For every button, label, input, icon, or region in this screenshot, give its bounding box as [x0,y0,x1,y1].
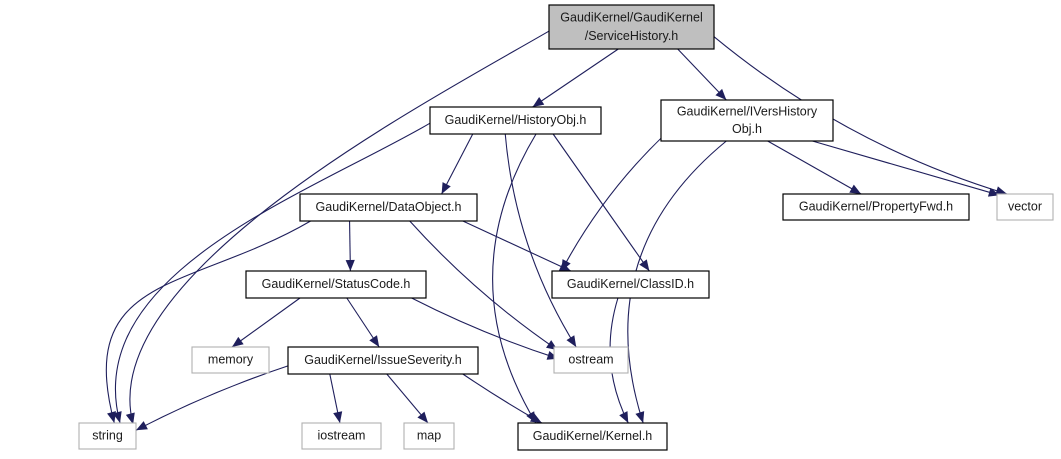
node-label-memory: memory [208,352,254,366]
graph-node-kernel[interactable]: GaudiKernel/Kernel.h [517,422,668,451]
node-label-ostream: ostream [568,352,613,366]
edge-arrowhead [333,411,343,423]
graph-node-status_code[interactable]: GaudiKernel/StatusCode.h [245,270,427,299]
node-box-history_obj[interactable] [429,106,602,135]
edge-arrowhead [417,411,428,423]
node-label-history_obj: GaudiKernel/HistoryObj.h [445,113,587,127]
node-label-property_fwd: GaudiKernel/PropertyFwd.h [799,199,953,213]
edge-arrowhead [849,184,862,194]
dependency-edge [552,133,650,272]
node-box-memory[interactable] [191,346,270,374]
graph-node-class_id[interactable]: GaudiKernel/ClassID.h [551,270,710,299]
node-box-vector[interactable] [996,193,1054,221]
node-box-issue_severity[interactable] [287,346,479,375]
node-label-status_code: GaudiKernel/StatusCode.h [262,277,411,291]
graph-node-memory[interactable]: memory [191,346,270,374]
node-label-service_history-line2: /ServiceHistory.h [585,29,679,43]
node-box-ivers_history_obj[interactable] [660,99,834,142]
node-box-map[interactable] [403,422,455,450]
dependency-edge [767,140,862,195]
dependency-edge [105,220,311,424]
graph-node-string[interactable]: string [78,422,137,450]
dependency-edge [462,373,543,424]
node-box-property_fwd[interactable] [782,193,970,221]
edge-arrowhead [107,411,116,423]
node-label-ivers_history_obj-line2: Obj.h [732,122,762,136]
edge-arrowhead [532,97,545,107]
edge-arrowhead [136,421,148,431]
dependency-edge [713,36,1008,195]
graph-node-map[interactable]: map [403,422,455,450]
edge-arrowhead [125,412,135,425]
edge-arrowhead [369,335,380,347]
node-box-string[interactable] [78,422,137,450]
edge-arrowhead [995,186,1008,196]
dependency-edge [532,48,619,108]
node-label-iostream: iostream [318,428,366,442]
dependency-edge [135,365,289,431]
edge-arrowhead [619,411,629,423]
edge-arrowhead [715,88,727,100]
graph-node-ostream[interactable]: ostream [553,346,629,374]
node-box-class_id[interactable] [551,270,710,299]
dependency-edge [504,133,577,348]
node-box-ostream[interactable] [553,346,629,374]
dependency-edge [812,140,1000,196]
dependency-edge [627,140,727,424]
graph-node-issue_severity[interactable]: GaudiKernel/IssueSeverity.h [287,346,479,375]
edge-arrowhead [232,336,244,347]
node-layer: GaudiKernel/GaudiKernel/ServiceHistory.h… [78,4,1054,451]
node-label-ivers_history_obj: GaudiKernel/IVersHistory [677,105,818,119]
node-label-vector: vector [1008,199,1042,213]
edge-arrowhead [345,259,355,271]
edge-arrowhead [530,413,542,423]
dependency-edge [560,134,665,272]
node-label-map: map [417,428,441,442]
edge-arrowhead [639,259,650,271]
graph-node-service_history[interactable]: GaudiKernel/GaudiKernel/ServiceHistory.h [548,4,715,50]
node-box-iostream[interactable] [301,422,382,450]
dependency-edge [231,297,301,348]
dependency-edge [409,220,559,351]
edge-arrowhead [566,335,577,347]
graph-node-data_object[interactable]: GaudiKernel/DataObject.h [299,193,478,222]
node-label-data_object: GaudiKernel/DataObject.h [316,200,462,214]
node-box-kernel[interactable] [517,422,668,451]
graph-node-vector[interactable]: vector [996,193,1054,221]
dependency-edge [114,122,431,424]
node-box-status_code[interactable] [245,270,427,299]
edge-arrowhead [558,262,571,271]
node-label-issue_severity: GaudiKernel/IssueSeverity.h [304,353,462,367]
graph-node-property_fwd[interactable]: GaudiKernel/PropertyFwd.h [782,193,970,221]
dependency-edge [492,133,537,424]
node-label-kernel: GaudiKernel/Kernel.h [533,429,653,443]
node-label-string: string [92,428,123,442]
graph-node-history_obj[interactable]: GaudiKernel/HistoryObj.h [429,106,602,135]
dependency-edge [411,297,559,360]
dependency-edge [129,28,553,425]
node-label-service_history: GaudiKernel/GaudiKernel [560,10,702,24]
node-box-service_history[interactable] [548,4,715,50]
edge-arrowhead [441,182,451,194]
dependency-edge [462,220,572,272]
node-box-data_object[interactable] [299,193,478,222]
node-label-class_id: GaudiKernel/ClassID.h [567,277,694,291]
edge-arrowhead [635,411,645,423]
graph-node-iostream[interactable]: iostream [301,422,382,450]
